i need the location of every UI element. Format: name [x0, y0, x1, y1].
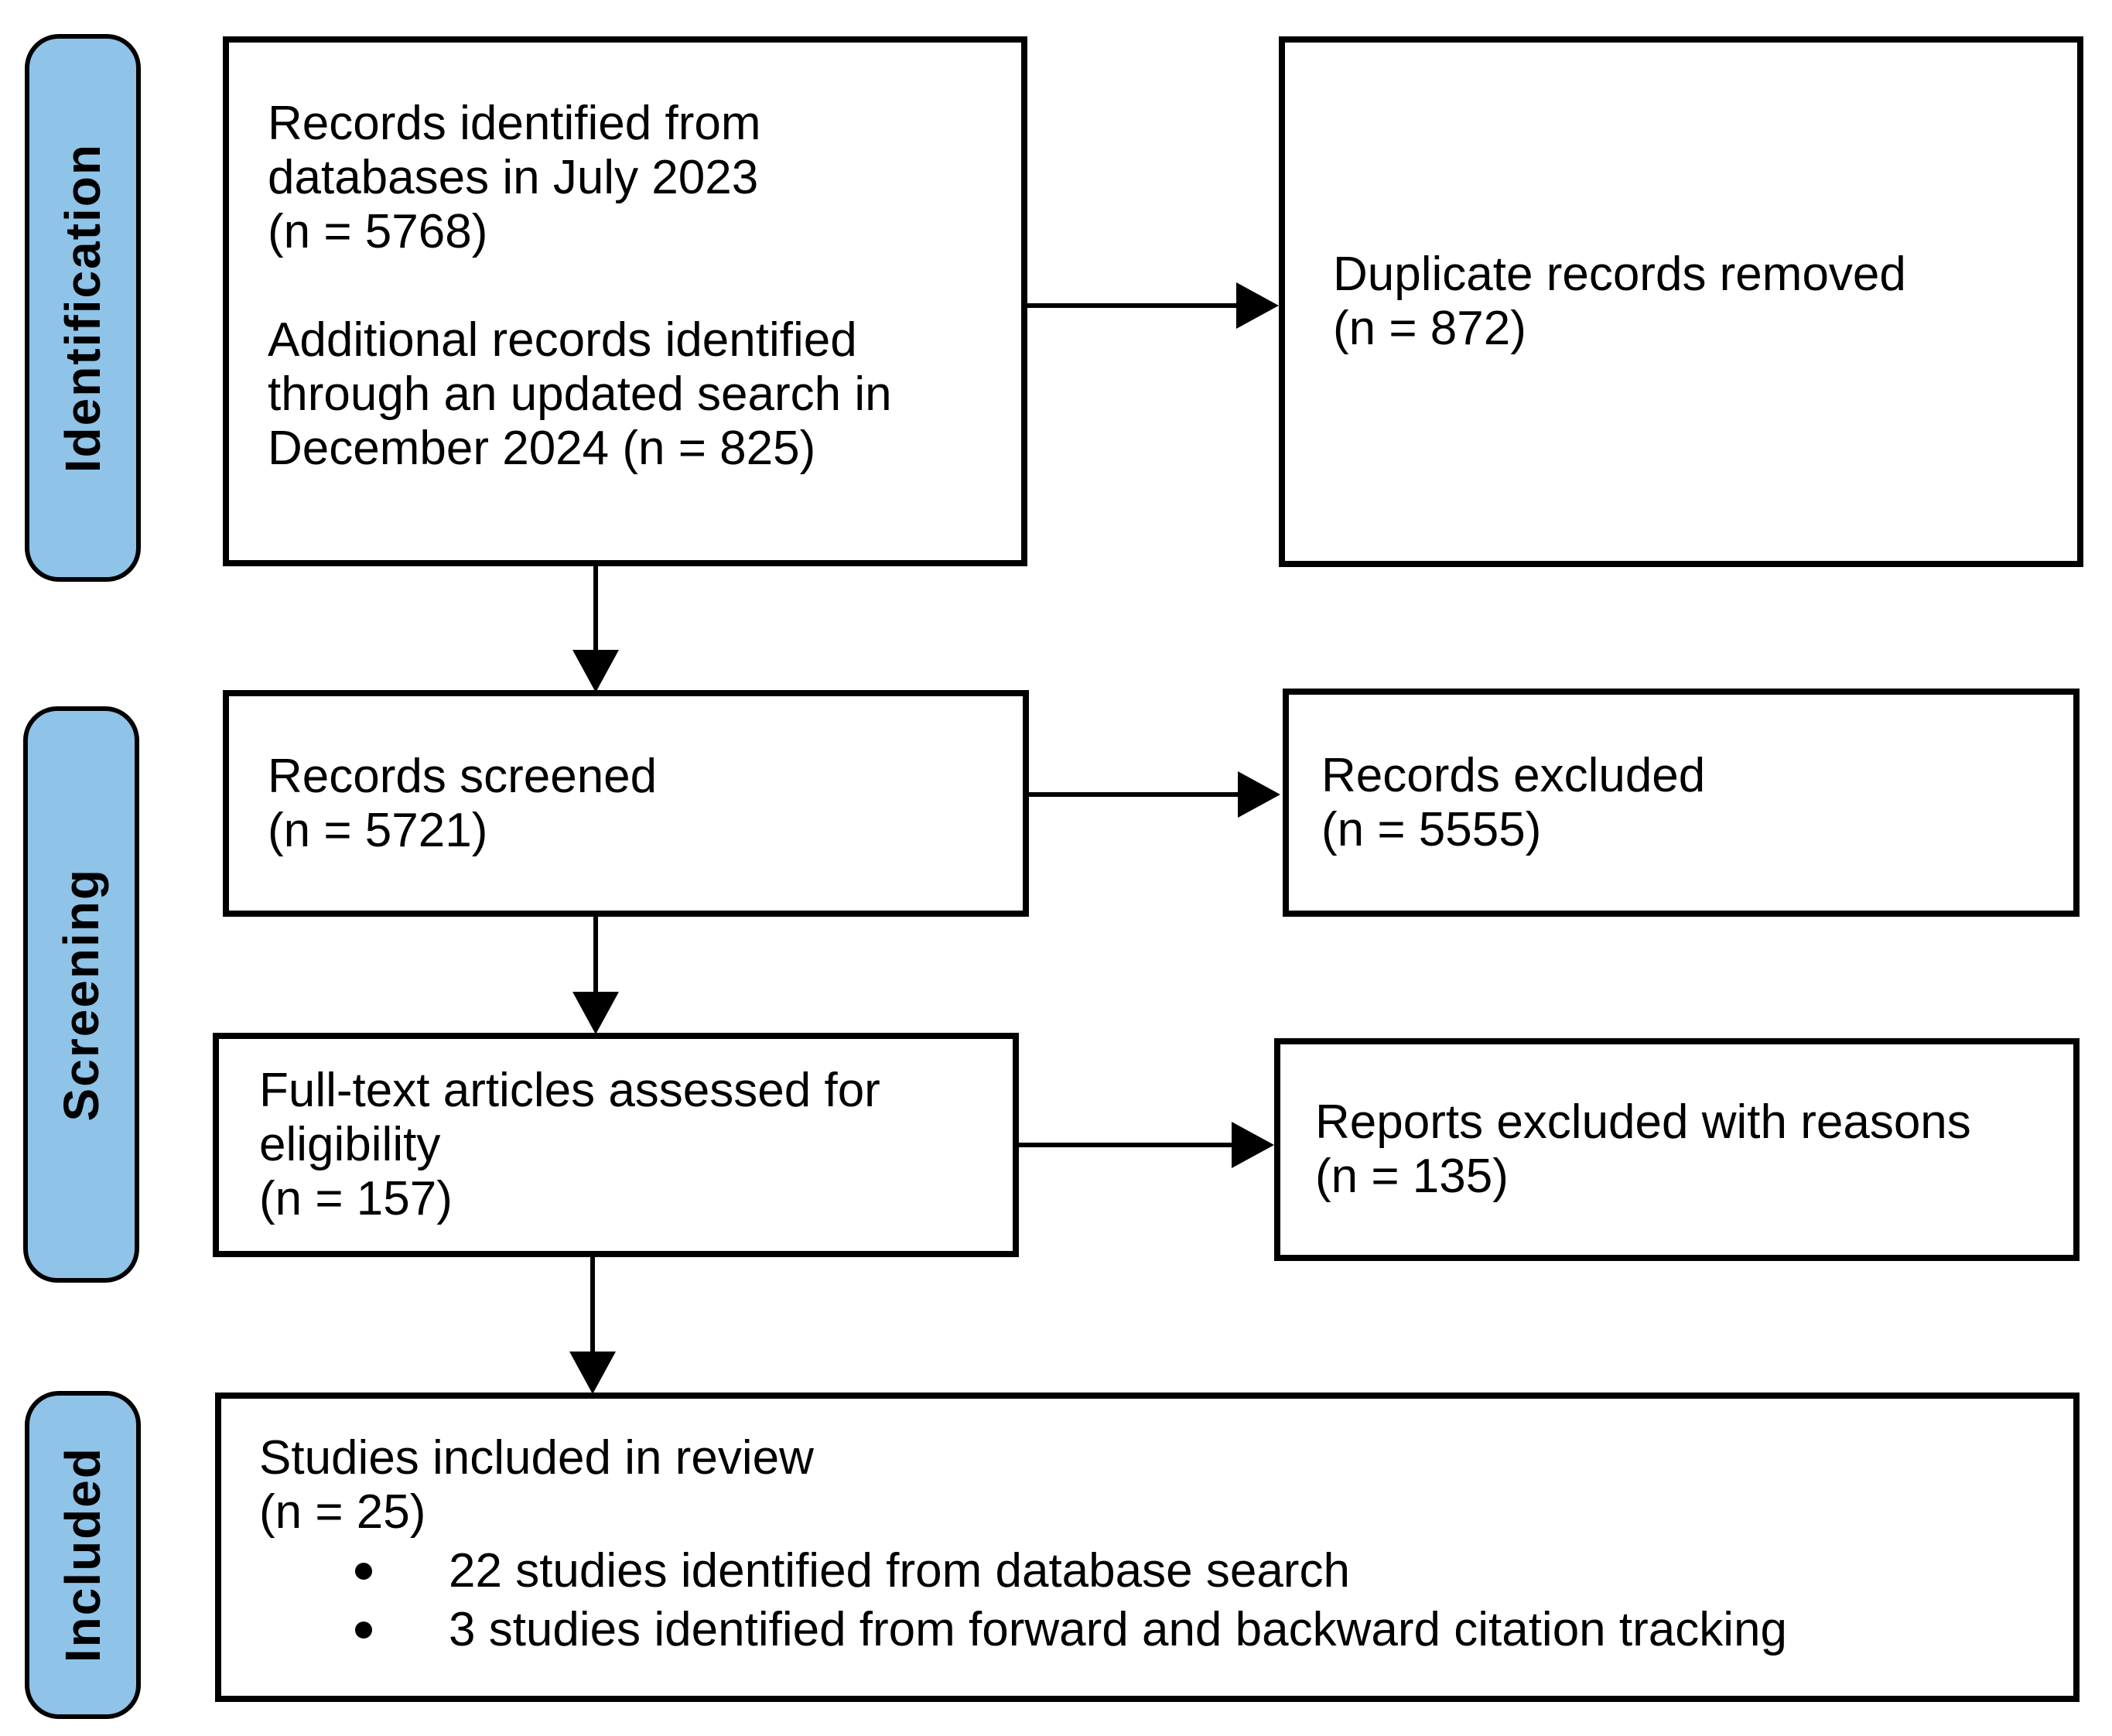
arrow-screened-to-excluded-line [1029, 792, 1240, 797]
arrow-fulltext-to-reports-line [1019, 1143, 1234, 1147]
arrow-fulltext-to-included-head [569, 1352, 616, 1394]
records-excluded-line: Records excluded [1321, 748, 1706, 802]
studies-included-line: Studies included in review [259, 1431, 814, 1485]
included-bullet-2: 3 studies identified from forward and ba… [449, 1603, 1787, 1656]
box-reports-excluded: Reports excluded with reasons (n = 135) [1274, 1038, 2080, 1261]
reports-excluded-line: Reports excluded with reasons [1315, 1095, 1971, 1149]
arrow-identified-to-screened-line [593, 566, 598, 653]
included-bullet-1: 22 studies identified from database sear… [449, 1544, 1350, 1598]
additional-records-line-2: through an updated search in [268, 367, 892, 421]
box-studies-included: Studies included in review (n = 25) 22 s… [215, 1393, 2080, 1702]
arrow-fulltext-to-reports-head [1232, 1122, 1274, 1168]
duplicates-removed-line: Duplicate records removed [1333, 248, 1906, 301]
stage-label-included-text: Included [55, 1447, 111, 1663]
duplicates-removed-count: (n = 872) [1333, 302, 1526, 355]
included-bullet-row-2: 3 studies identified from forward and ba… [259, 1603, 2073, 1657]
arrow-screened-to-fulltext-head [572, 992, 619, 1034]
box-fulltext-assessed: Full-text articles assessed for eligibil… [213, 1033, 1019, 1257]
arrow-screened-to-fulltext-line [593, 917, 598, 994]
stage-label-identification: Identification [25, 34, 141, 582]
paragraph-spacer [268, 259, 1021, 313]
stage-label-included: Included [25, 1391, 141, 1719]
records-identified-count: (n = 5768) [268, 205, 488, 258]
fulltext-assessed-line-2: eligibility [259, 1118, 441, 1171]
bullet-icon [355, 1622, 372, 1639]
additional-records-count: December 2024 (n = 825) [268, 422, 816, 475]
records-excluded-count: (n = 5555) [1321, 802, 1542, 856]
arrow-fulltext-to-included-line [590, 1257, 595, 1354]
stage-label-identification-text: Identification [55, 142, 111, 473]
box-records-screened: Records screened (n = 5721) [223, 690, 1029, 917]
fulltext-assessed-count: (n = 157) [259, 1172, 453, 1225]
box-records-excluded: Records excluded (n = 5555) [1283, 689, 2080, 917]
box-records-identified: Records identified from databases in Jul… [223, 36, 1027, 566]
included-bullet-row-1: 22 studies identified from database sear… [259, 1544, 2073, 1598]
records-screened-count: (n = 5721) [268, 803, 488, 857]
reports-excluded-count: (n = 135) [1315, 1150, 1509, 1203]
bullet-icon [355, 1563, 372, 1580]
arrow-screened-to-excluded-head [1238, 771, 1280, 818]
box-duplicate-records-removed: Duplicate records removed (n = 872) [1279, 36, 2083, 567]
stage-label-screening: Screening [23, 706, 139, 1283]
arrow-identified-to-duplicates-line [1027, 303, 1240, 308]
arrow-identified-to-screened-head [572, 650, 619, 692]
records-identified-line-2: databases in July 2023 [268, 151, 759, 204]
additional-records-line-1: Additional records identified [268, 313, 857, 367]
studies-included-count: (n = 25) [259, 1485, 426, 1539]
records-identified-line-1: Records identified from [268, 97, 761, 150]
stage-label-screening-text: Screening [53, 867, 109, 1122]
fulltext-assessed-line-1: Full-text articles assessed for [259, 1064, 880, 1117]
records-screened-line: Records screened [268, 749, 658, 803]
arrow-identified-to-duplicates-head [1236, 282, 1279, 329]
